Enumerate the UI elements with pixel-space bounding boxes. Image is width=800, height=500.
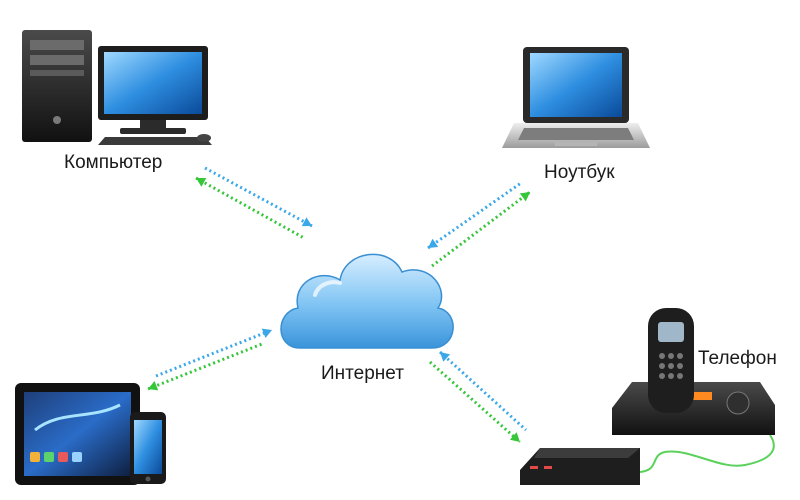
label-internet: Интернет [321, 363, 404, 384]
arrow-laptop-green-arrowhead [519, 192, 530, 202]
cloud-icon [280, 253, 454, 349]
arrow-laptop-green-line [431, 190, 531, 268]
desktop-computer-icon [22, 30, 212, 145]
laptop-icon [502, 47, 650, 148]
arrow-computer-blue-line [204, 166, 313, 228]
arrow-tablet-blue-arrowhead [261, 328, 272, 338]
label-laptop: Ноутбук [544, 162, 615, 183]
arrow-laptop-blue-line [427, 181, 522, 250]
arrow-tablet-blue-line [155, 328, 273, 378]
arrow-router-blue-arrowhead [440, 352, 451, 362]
label-computer: Компьютер [64, 152, 163, 173]
arrow-router-green-line [429, 360, 521, 444]
phone-cable [639, 434, 775, 473]
connection-arrows [147, 166, 531, 444]
arrow-router-green-arrowhead [509, 432, 520, 442]
arrow-tablet-green-arrowhead [148, 381, 159, 391]
telephone-icon [612, 308, 775, 435]
arrow-tablet-green-line [147, 342, 263, 391]
label-telephone: Телефон [698, 348, 777, 369]
arrow-router-blue-line [438, 350, 528, 432]
arrow-computer-blue-arrowhead [301, 217, 312, 227]
router-icon [520, 448, 640, 485]
tablet-phone-icon [15, 383, 166, 485]
arrow-computer-green-arrowhead [196, 178, 207, 187]
arrow-laptop-blue-arrowhead [428, 238, 439, 248]
arrow-computer-green-line [195, 176, 305, 240]
